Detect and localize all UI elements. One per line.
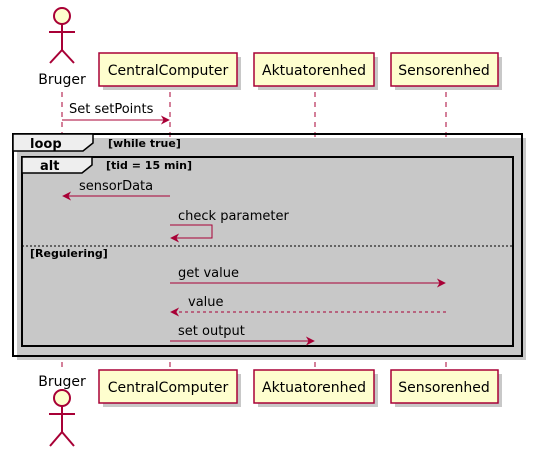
participant-sensorenhed-top: Sensorenhed [390,52,502,90]
participant-centralcomputer-top: CentralComputer [98,52,241,90]
message-sensordata: sensorData [62,179,170,201]
loop-frame-title: loop [30,137,62,152]
alt-frame: alt [tid = 15 min] [Regulering] [21,156,517,350]
participant-label-aktuatorenhed: Aktuatorenhed [262,380,366,396]
participant-centralcomputer-bottom: CentralComputer [98,369,241,407]
message-label: set output [178,324,245,339]
participant-aktuatorenhed-top: Aktuatorenhed [253,52,378,90]
participant-label-centralcomputer: CentralComputer [108,63,229,79]
participant-sensorenhed-bottom: Sensorenhed [390,369,502,407]
actor-bruger-top: Bruger [38,7,86,88]
participants-top: Bruger CentralComputer Aktuatorenhed Sen… [38,7,502,90]
actor-icon [53,7,71,25]
participant-label-centralcomputer: CentralComputer [108,380,229,396]
message-value-return: value [170,295,446,317]
participant-label-bruger: Bruger [38,374,86,390]
message-check-parameter: check parameter [170,209,289,243]
participant-aktuatorenhed-bottom: Aktuatorenhed [253,369,378,407]
message-get-value: get value [170,266,446,288]
message-label: sensorData [79,179,153,194]
actor-icon [53,389,71,407]
alt-frame-guard: [tid = 15 min] [106,159,192,172]
message-set-setpoints: Set setPoints [62,102,170,125]
alt-else-guard: [Regulering] [30,247,108,260]
actor-bruger-bottom: Bruger [38,374,86,447]
participant-label-aktuatorenhed: Aktuatorenhed [262,63,366,79]
message-set-output: set output [170,324,315,346]
message-label: Set setPoints [69,102,154,117]
message-label: check parameter [178,209,289,224]
participant-label-sensorenhed: Sensorenhed [398,63,490,79]
participants-bottom: Bruger CentralComputer Aktuatorenhed Sen… [38,369,502,447]
alt-frame-title: alt [40,159,59,174]
message-label: value [188,295,224,310]
participant-label-sensorenhed: Sensorenhed [398,380,490,396]
loop-frame-guard: [while true] [108,137,181,150]
participant-label-bruger: Bruger [38,72,86,88]
message-label: get value [178,266,239,281]
